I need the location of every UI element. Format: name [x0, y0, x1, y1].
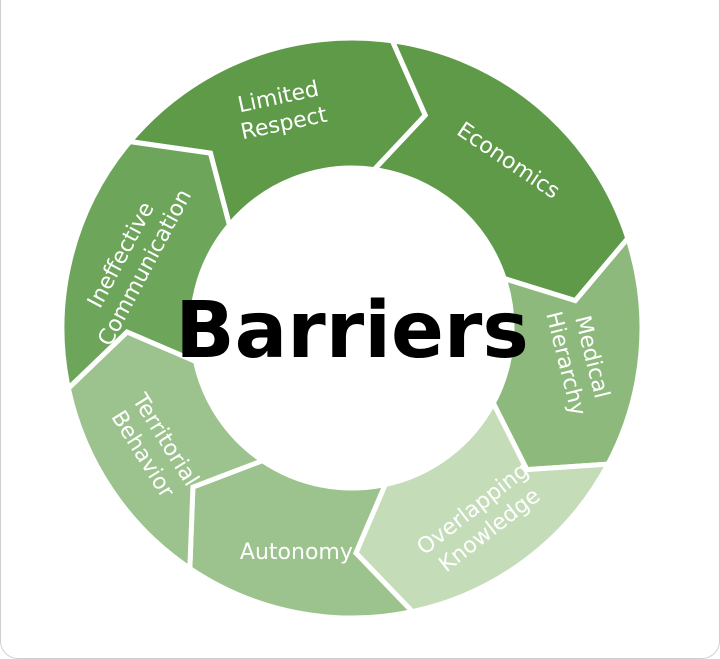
segment-label: Autonomy [240, 540, 353, 565]
segment-label-line: Autonomy [240, 540, 353, 565]
center-circle [192, 168, 512, 488]
center-label: Barriers [175, 286, 529, 376]
